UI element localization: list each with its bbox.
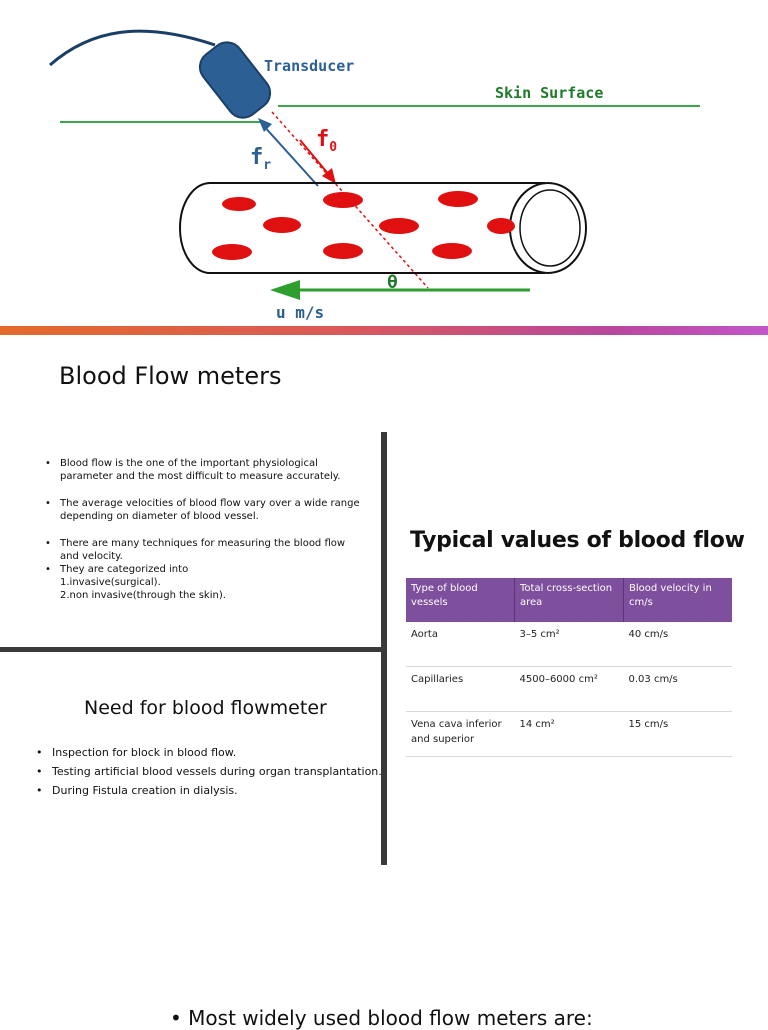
- blood-cell: [323, 192, 363, 208]
- table-row: Aorta 3–5 cm² 40 cm/s: [406, 622, 732, 667]
- theta-label: θ: [387, 272, 398, 293]
- transducer-icon: [198, 41, 272, 119]
- gradient-divider: [0, 326, 768, 335]
- intro-bullet: There are many techniques for measuring …: [40, 537, 360, 563]
- blood-cell: [222, 197, 256, 211]
- fr-label: fr: [250, 145, 271, 173]
- table-row: Capillaries 4500–6000 cm² 0.03 cm/s: [406, 666, 732, 712]
- table-cell: Capillaries: [406, 666, 515, 712]
- vertical-divider: [381, 432, 387, 865]
- page-title: Blood Flow meters: [59, 362, 282, 390]
- blood-cell: [323, 243, 363, 259]
- blood-flow-table: Type of blood vessels Total cross-sectio…: [406, 578, 732, 757]
- table-row: Vena cava inferior and superior 14 cm² 1…: [406, 711, 732, 757]
- need-item: Testing artificial blood vessels during …: [30, 762, 382, 781]
- table-cell: 0.03 cm/s: [623, 666, 732, 712]
- table-header: Type of blood vessels: [406, 578, 515, 622]
- transducer-label: Transducer: [264, 57, 354, 75]
- red-blood-cells: [212, 191, 515, 260]
- table-header-row: Type of blood vessels Total cross-sectio…: [406, 578, 732, 622]
- reflected-beam: [261, 123, 319, 187]
- velocity-label: u m/s: [276, 303, 324, 322]
- blood-cell: [379, 218, 419, 234]
- doppler-diagram: Transducer Skin Surface f0 fr θ u m/s: [49, 29, 700, 322]
- intro-bullet: The average velocities of blood flow var…: [40, 497, 360, 523]
- table-header: Blood velocity in cm/s: [623, 578, 732, 622]
- table-cell: Vena cava inferior and superior: [406, 711, 515, 757]
- blood-cell: [212, 244, 252, 260]
- fr-arrowhead: [258, 118, 272, 132]
- table-title: Typical values of blood flow: [410, 528, 745, 553]
- blood-vessel: [179, 182, 545, 274]
- bottom-text: • Most widely used blood flow meters are…: [170, 1006, 593, 1030]
- horizontal-divider: [0, 647, 384, 652]
- blood-cell: [432, 243, 472, 259]
- table-cell: 4500–6000 cm²: [514, 666, 624, 712]
- velocity-arrowhead: [270, 280, 300, 300]
- intro-bullet: They are categorized into: [40, 563, 360, 576]
- table-cell: 14 cm²: [514, 711, 624, 757]
- table-header: Total cross-section area: [514, 578, 624, 622]
- need-item: Inspection for block in blood flow.: [30, 743, 380, 762]
- blood-cell: [263, 217, 301, 233]
- intro-sub-item: 2.non invasive(through the skin).: [60, 590, 226, 601]
- intro-bullet: Blood flow is the one of the important p…: [40, 457, 360, 483]
- blood-cell: [438, 191, 478, 207]
- need-list: Inspection for block in blood flow. Test…: [30, 743, 382, 800]
- f0-arrowhead: [322, 168, 336, 184]
- table-cell: 3–5 cm²: [514, 622, 624, 667]
- table-cell: 15 cm/s: [623, 711, 732, 757]
- need-title: Need for blood flowmeter: [84, 697, 327, 719]
- f0-label: f0: [316, 127, 337, 155]
- table-cell: 40 cm/s: [623, 622, 732, 667]
- intro-sub-item: 1.invasive(surgical).: [60, 577, 161, 588]
- skin-surface-label: Skin Surface: [495, 84, 603, 102]
- transducer-cable: [49, 29, 216, 67]
- need-item: During Fistula creation in dialysis.: [30, 781, 380, 800]
- table-cell: Aorta: [406, 622, 515, 667]
- blood-cell: [487, 218, 515, 234]
- intro-bullets: Blood flow is the one of the important p…: [40, 457, 360, 602]
- vessel-opening: [509, 182, 587, 274]
